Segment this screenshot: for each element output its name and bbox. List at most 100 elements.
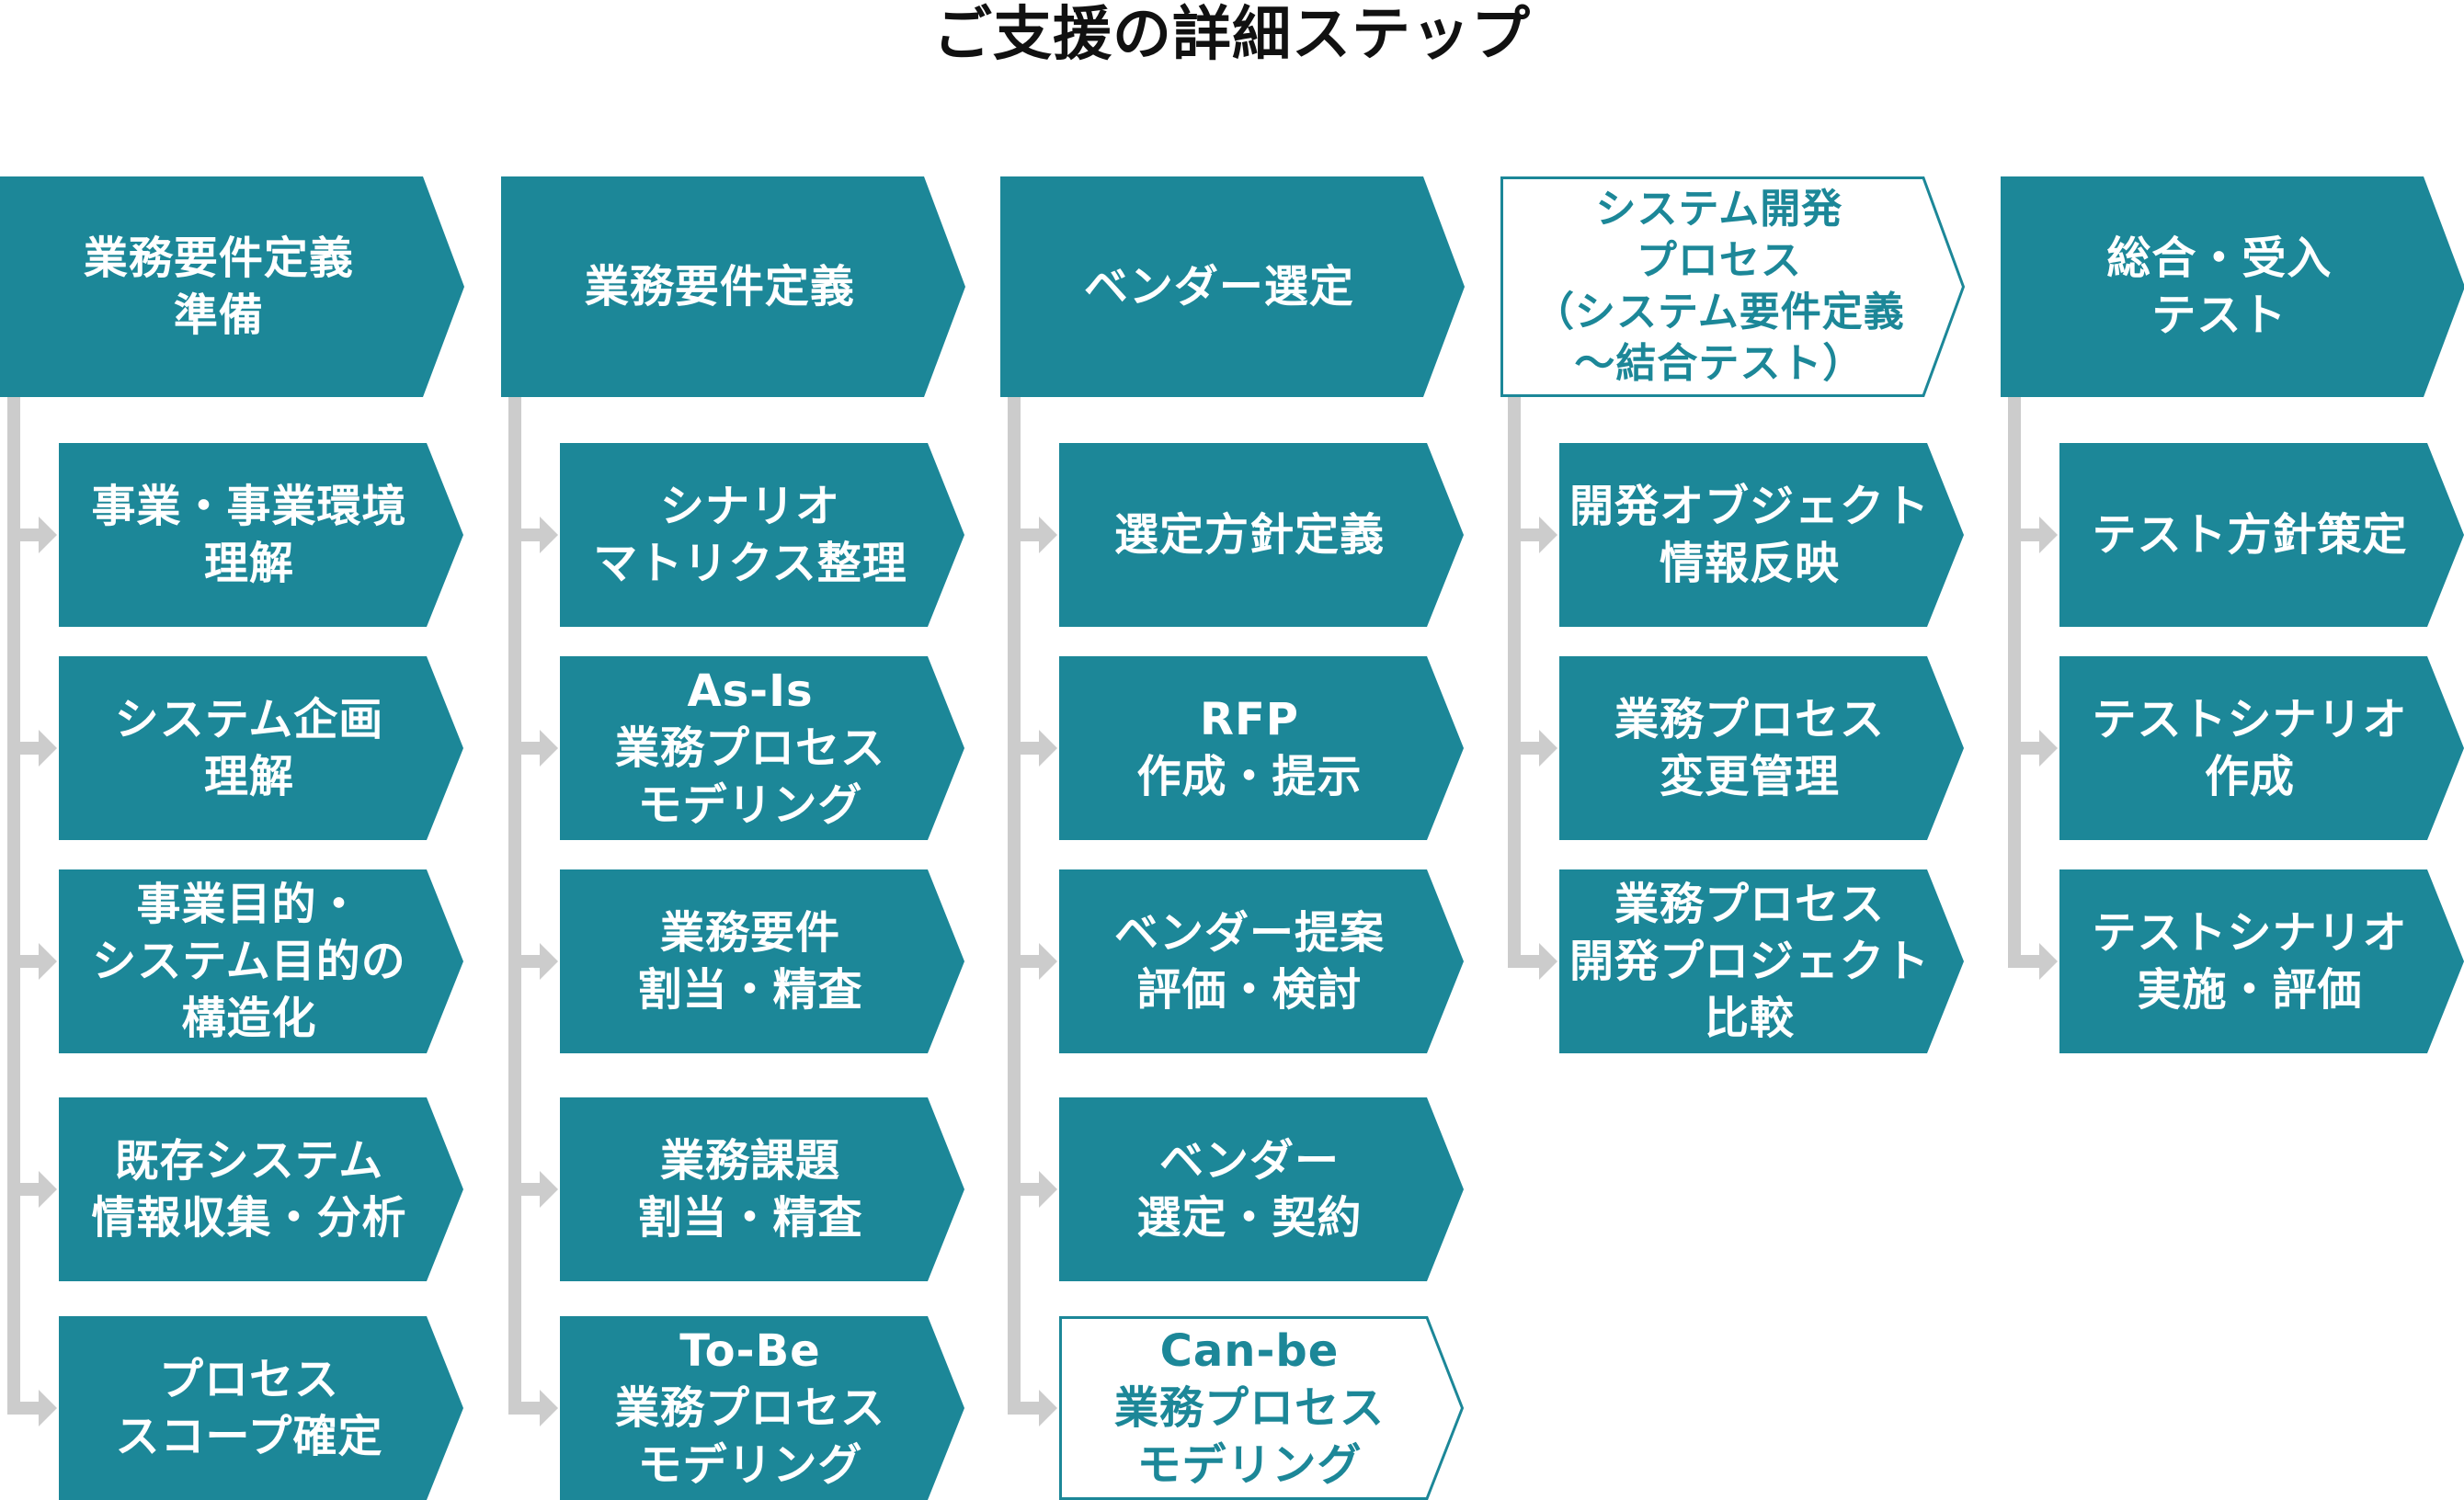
column-5-step-2-label: テストシナリオ 作成 xyxy=(2092,694,2408,802)
column-4-step-2-label: 業務プロセス 変更管理 xyxy=(1614,694,1885,802)
column-3-step-5: Can-be 業務プロセス モデリング xyxy=(1059,1316,1464,1500)
column-2-step-5-branch xyxy=(508,1402,542,1415)
column-4-header: システム開発 プロセス （システム要件定義 〜結合テスト） xyxy=(1500,176,1965,397)
column-2-step-4: 業務課題 割当・精査 xyxy=(560,1097,964,1281)
column-1-step-5-label: プロセス スコープ確定 xyxy=(115,1354,383,1462)
column-3-step-3-branch xyxy=(1008,955,1042,968)
column-2-step-5-label: To-Be 業務プロセス モデリング xyxy=(614,1325,885,1491)
column-5-step-2: テストシナリオ 作成 xyxy=(2059,656,2464,840)
column-4-step-1-branch xyxy=(1508,528,1542,541)
column-4-step-3: 業務プロセス 開発プロジェクト 比較 xyxy=(1559,869,1964,1053)
column-1-header-label: 業務要件定義 準備 xyxy=(83,233,354,341)
column-3-step-4-arrowhead xyxy=(1039,1171,1057,1208)
column-1-step-2: システム企画 理解 xyxy=(59,656,463,840)
column-5-step-1-label: テスト方針策定 xyxy=(2092,509,2408,561)
column-3-step-5-arrowhead xyxy=(1039,1390,1057,1426)
column-4-step-1: 開発オブジェクト 情報反映 xyxy=(1559,443,1964,627)
column-3-step-5-branch xyxy=(1008,1402,1042,1415)
column-2-connector-trunk xyxy=(508,397,521,1415)
column-3-step-2: RFP 作成・提示 xyxy=(1059,656,1464,840)
column-1-step-3-label: 事業目的・ システム目的の 構造化 xyxy=(92,879,406,1044)
column-1-step-3-arrowhead xyxy=(39,943,57,980)
column-3-step-1-label: 選定方針定義 xyxy=(1113,509,1385,561)
column-5-step-2-branch xyxy=(2008,742,2042,755)
column-2-step-3: 業務要件 割当・精査 xyxy=(560,869,964,1053)
column-4-step-2: 業務プロセス 変更管理 xyxy=(1559,656,1964,840)
column-3-header-label: ベンダー選定 xyxy=(1083,261,1354,312)
column-1-header: 業務要件定義 準備 xyxy=(0,176,464,397)
column-1-step-4-branch xyxy=(7,1183,41,1196)
column-3-connector-trunk xyxy=(1008,397,1021,1415)
column-3-step-2-arrowhead xyxy=(1039,730,1057,767)
column-3-step-2-label: RFP 作成・提示 xyxy=(1136,694,1363,802)
column-2-step-4-arrowhead xyxy=(540,1171,558,1208)
column-3-header: ベンダー選定 xyxy=(1000,176,1465,397)
column-2-step-1-label: シナリオ マトリクス整理 xyxy=(593,481,907,589)
column-3-step-5-shape xyxy=(1059,1316,1464,1500)
column-5-step-3-branch xyxy=(2008,955,2042,968)
column-1-step-3-branch xyxy=(7,955,41,968)
column-4-step-3-label: 業務プロセス 開発プロジェクト 比較 xyxy=(1569,879,1930,1044)
page-title: ご支援の詳細ステップ xyxy=(933,1,1531,69)
column-4-header-label: システム開発 プロセス （システム要件定義 〜結合テスト） xyxy=(1534,186,1905,387)
column-3-step-1: 選定方針定義 xyxy=(1059,443,1464,627)
column-2-step-4-label: 業務課題 割当・精査 xyxy=(637,1135,863,1244)
column-1-step-4-label: 既存システム 情報収集・分析 xyxy=(91,1135,407,1244)
column-3-step-4: ベンダー 選定・契約 xyxy=(1059,1097,1464,1281)
column-5-step-1-branch xyxy=(2008,528,2042,541)
column-5-step-3: テストシナリオ 実施・評価 xyxy=(2059,869,2464,1053)
column-2-step-4-branch xyxy=(508,1183,542,1196)
column-3-step-5-outline xyxy=(1059,1316,1464,1500)
column-4-step-1-arrowhead xyxy=(1539,517,1557,553)
column-1-step-3: 事業目的・ システム目的の 構造化 xyxy=(59,869,463,1053)
column-1-step-2-arrowhead xyxy=(39,730,57,767)
column-2-step-2-label: As-Is 業務プロセス モデリング xyxy=(614,665,885,831)
column-1-step-1-arrowhead xyxy=(39,517,57,553)
column-2-step-1-branch xyxy=(508,528,542,541)
column-2-step-5-arrowhead xyxy=(540,1390,558,1426)
column-2-step-1: シナリオ マトリクス整理 xyxy=(560,443,964,627)
column-5-header-label: 総合・受入 テスト xyxy=(2106,233,2333,341)
column-5-step-3-label: テストシナリオ 実施・評価 xyxy=(2092,907,2408,1016)
column-2-step-3-branch xyxy=(508,955,542,968)
column-3-step-4-label: ベンダー 選定・契約 xyxy=(1136,1135,1363,1244)
column-5-step-3-arrowhead xyxy=(2039,943,2058,980)
column-4-header-shape xyxy=(1500,176,1965,397)
column-3-step-2-branch xyxy=(1008,742,1042,755)
column-1-step-5-branch xyxy=(7,1402,41,1415)
column-1-step-1-branch xyxy=(7,528,41,541)
column-5-step-1-arrowhead xyxy=(2039,517,2058,553)
column-4-step-2-branch xyxy=(1508,742,1542,755)
column-4-step-2-arrowhead xyxy=(1539,730,1557,767)
column-2-step-2: As-Is 業務プロセス モデリング xyxy=(560,656,964,840)
column-2-step-3-arrowhead xyxy=(540,943,558,980)
column-1-step-5: プロセス スコープ確定 xyxy=(59,1316,463,1500)
column-4-step-3-arrowhead xyxy=(1539,943,1557,980)
column-1-step-4-arrowhead xyxy=(39,1171,57,1208)
column-4-step-1-label: 開発オブジェクト 情報反映 xyxy=(1569,481,1930,589)
column-3-step-3-label: ベンダー提案 評価・検討 xyxy=(1113,907,1385,1016)
column-1-step-2-branch xyxy=(7,742,41,755)
column-1-step-1: 事業・事業環境 理解 xyxy=(59,443,463,627)
column-1-step-4: 既存システム 情報収集・分析 xyxy=(59,1097,463,1281)
column-2-header-label: 業務要件定義 xyxy=(584,261,855,312)
column-3-step-4-branch xyxy=(1008,1183,1042,1196)
column-4-connector-trunk xyxy=(1508,397,1521,968)
column-4-step-3-branch xyxy=(1508,955,1542,968)
column-3-step-5-label: Can-be 業務プロセス モデリング xyxy=(1113,1325,1385,1491)
column-3-step-3-arrowhead xyxy=(1039,943,1057,980)
column-3-step-3: ベンダー提案 評価・検討 xyxy=(1059,869,1464,1053)
column-5-connector-trunk xyxy=(2008,397,2021,968)
column-1-connector-trunk xyxy=(7,397,20,1415)
column-2-step-3-label: 業務要件 割当・精査 xyxy=(637,907,863,1016)
column-2-step-1-arrowhead xyxy=(540,517,558,553)
column-1-step-1-label: 事業・事業環境 理解 xyxy=(91,481,407,589)
column-5-header: 総合・受入 テスト xyxy=(2001,176,2464,397)
column-1-step-2-label: システム企画 理解 xyxy=(114,694,384,802)
column-4-header-outline xyxy=(1500,176,1965,397)
column-2-step-2-arrowhead xyxy=(540,730,558,767)
column-2-step-2-branch xyxy=(508,742,542,755)
column-5-step-2-arrowhead xyxy=(2039,730,2058,767)
column-5-step-1: テスト方針策定 xyxy=(2059,443,2464,627)
